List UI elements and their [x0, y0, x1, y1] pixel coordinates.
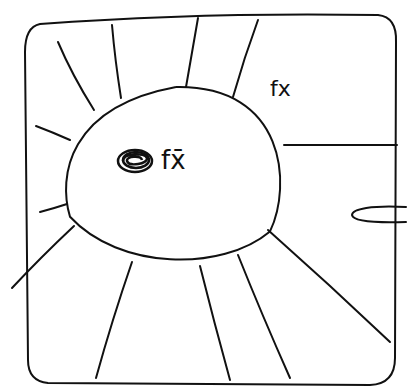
ellipse-region: fxfx̄	[62, 85, 290, 268]
spiral-strokes	[118, 150, 152, 172]
node-label: fx̄	[159, 146, 188, 175]
radial-line	[112, 25, 121, 98]
outer-square	[25, 14, 396, 385]
node-label: fx	[268, 77, 293, 101]
radial-line	[200, 266, 230, 380]
radial-line	[233, 20, 258, 97]
radial-line	[96, 262, 132, 378]
radial-line	[186, 18, 198, 87]
spiral-ring	[123, 154, 147, 164]
spiral-node: fx̄	[115, 143, 196, 177]
spiral-symbol	[115, 145, 155, 175]
radial-line	[12, 226, 74, 288]
radial-line	[40, 204, 67, 212]
spiral-ring	[118, 150, 152, 172]
radial-line	[238, 255, 290, 378]
pointer-arrow	[352, 206, 406, 222]
radial-line	[268, 230, 390, 342]
ellipse-stroke	[66, 87, 280, 260]
radial-line	[58, 42, 94, 110]
ellipse-outline	[62, 85, 290, 268]
radial-line	[284, 144, 397, 146]
radial-line	[36, 126, 70, 140]
spiral-ring	[123, 152, 149, 168]
